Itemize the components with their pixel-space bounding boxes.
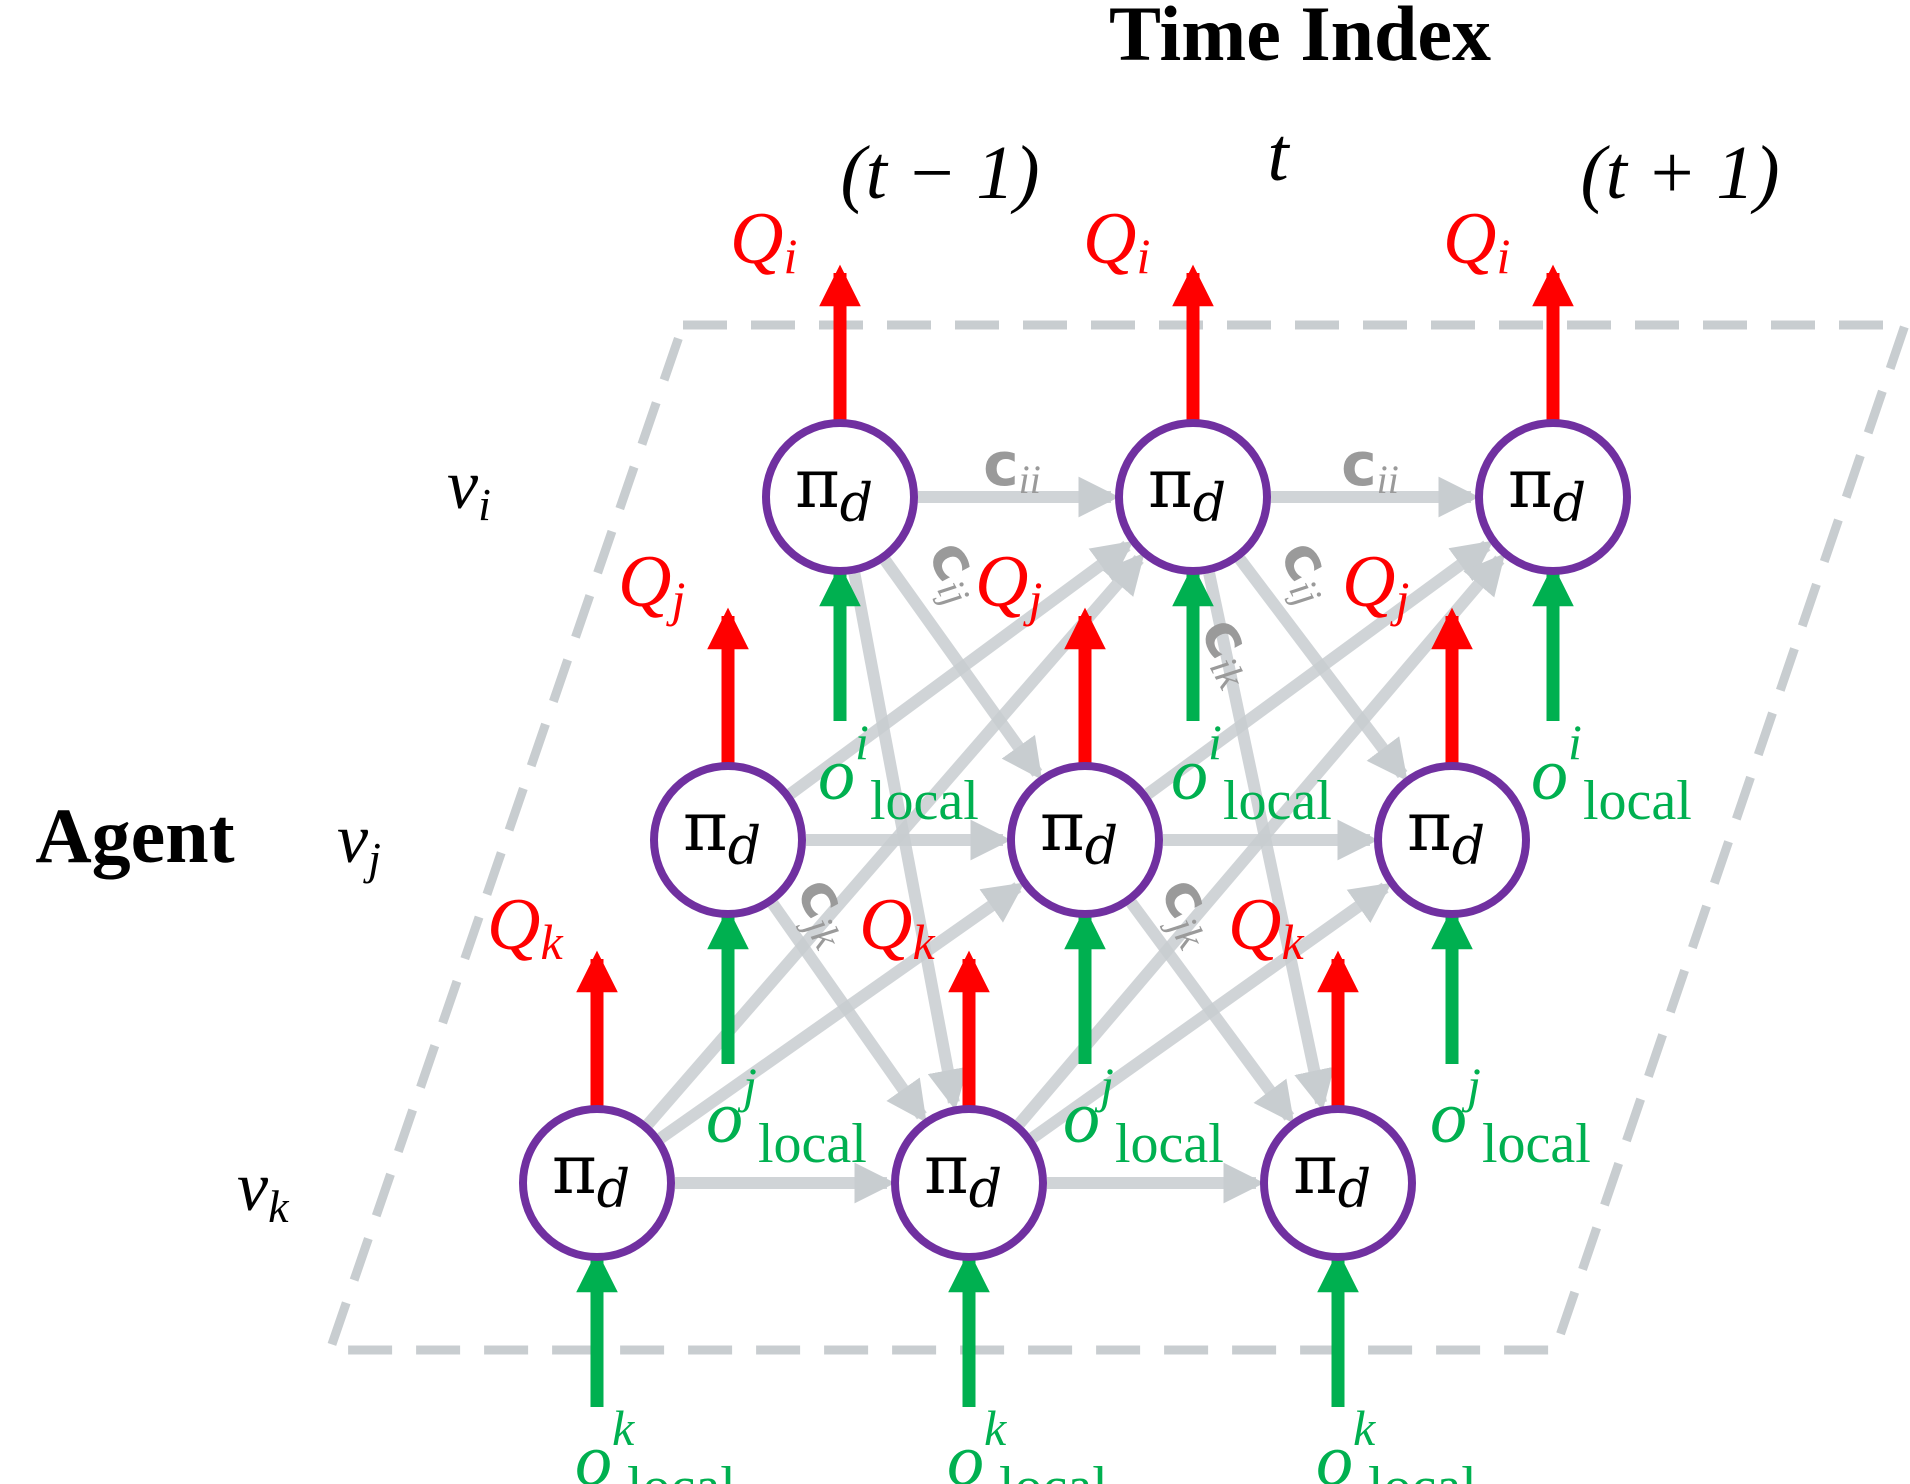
input-output-arrows [576,264,1574,1407]
comm-edge-k-to-i-t1 [1014,553,1506,1128]
observation-label-o: ojlocal [1063,1057,1224,1175]
comm-edge-j-to-i-t0 [787,540,1134,799]
grid-frame [325,320,1910,1355]
comm-edge-j-to-i-t1 [1144,540,1494,799]
communication-edges [643,476,1506,1204]
comm-label: cii [983,430,1041,502]
policy-node-j-t2 [1374,762,1530,918]
output-label-q: Qi [1083,198,1150,284]
policy-node-label: πd [1040,788,1118,877]
input-output-labels: Qi oilocal Qi oilocal Qi oilocal Qj ojlocal Qj oj… [487,198,1692,1484]
policy-nodes: πd πd πd πd πd πd πd πd πd [519,419,1631,1261]
policy-node-label: πd [1407,788,1485,877]
output-label-q: Qj [618,541,685,627]
comm-edge-k-to-j-t0 [657,882,1025,1144]
observation-label-o: oilocal [1531,714,1692,832]
policy-node-label: πd [924,1131,1002,1220]
policy-node-label: πd [1508,445,1586,534]
observation-label-o: oilocal [1171,714,1332,832]
observation-label-o: oklocal [1316,1400,1477,1484]
policy-node-k-t2 [1260,1105,1416,1261]
observation-label-o: oklocal [575,1400,736,1484]
output-label-q: Qi [1443,198,1510,284]
observation-label-o: ojlocal [1430,1057,1591,1175]
comm-edge-k-to-j-t1 [1029,882,1392,1143]
output-label-q: Qi [730,198,797,284]
observation-label-o: oklocal [947,1400,1108,1484]
policy-node-label: πd [683,788,761,877]
observation-label-o: oilocal [818,714,979,832]
agent-label-i: vi [447,447,491,530]
output-label-q: Qk [859,884,935,970]
time-label-next: (t + 1) [1580,131,1779,215]
policy-node-label: πd [1293,1131,1371,1220]
agent-label-j: vj [337,801,381,884]
time-index-title: Time Index [1109,0,1491,77]
policy-node-i-t1 [1115,419,1271,575]
policy-node-k-t0 [519,1105,675,1261]
policy-node-k-t1 [891,1105,1047,1261]
policy-node-j-t0 [650,762,806,918]
agent-axis-title: Agent [35,792,234,879]
policy-node-j-t1 [1007,762,1163,918]
policy-node-i-t0 [762,419,918,575]
policy-node-label: πd [552,1131,630,1220]
policy-node-label: πd [795,445,873,534]
time-label-current: t [1267,113,1290,197]
comm-label: cii [1341,430,1399,502]
observation-label-o: ojlocal [706,1057,867,1175]
time-label-prev: (t − 1) [840,131,1039,215]
output-label-q: Qk [1228,884,1304,970]
policy-node-i-t2 [1475,419,1631,575]
output-label-q: Qj [1342,541,1409,627]
output-label-q: Qj [975,541,1042,627]
output-label-q: Qk [487,884,563,970]
policy-node-label: πd [1148,445,1226,534]
agent-label-k: vk [237,1149,290,1232]
